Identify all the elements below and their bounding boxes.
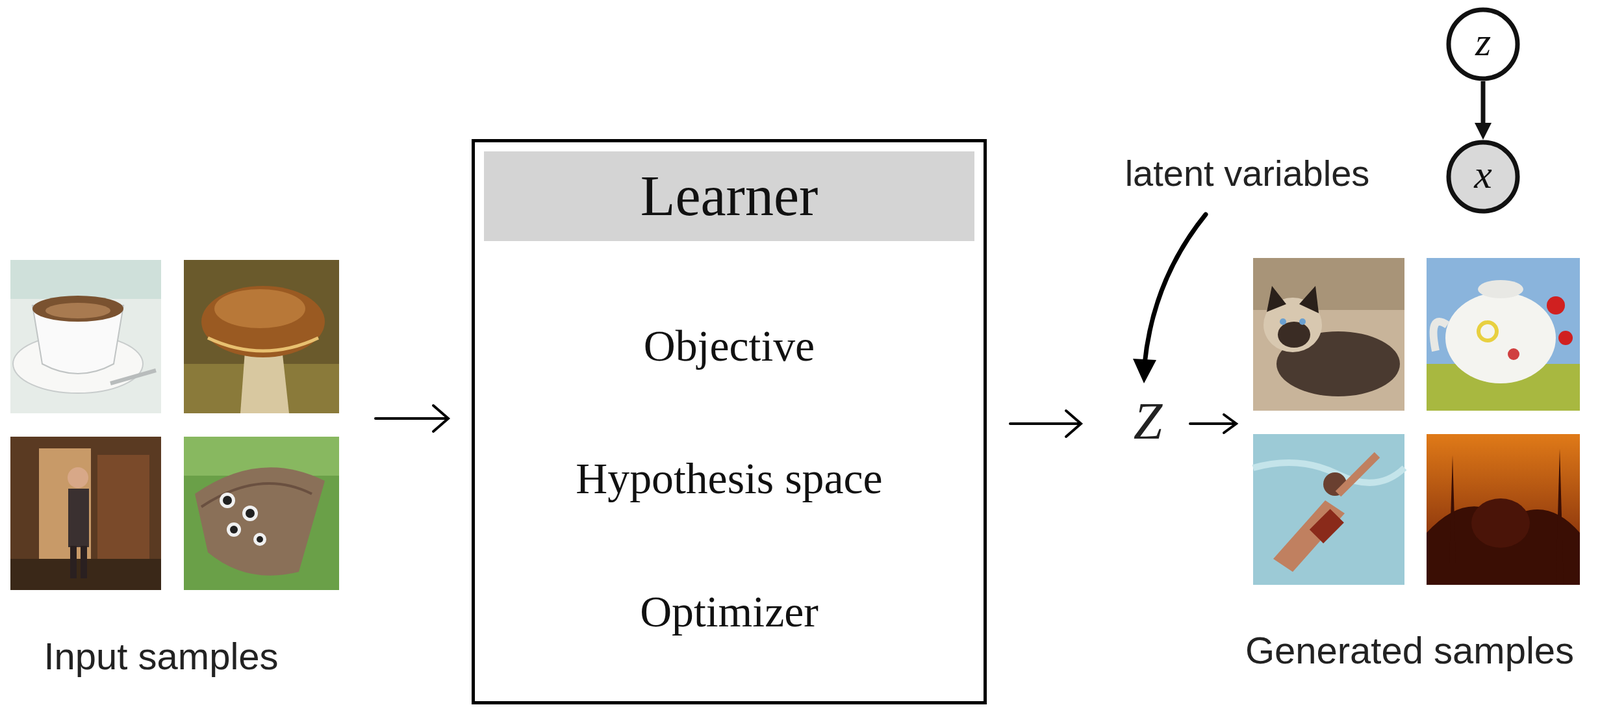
box-text: Optimizer <box>474 587 984 637</box>
generated-photo <box>1253 433 1405 585</box>
flow-arrow <box>1190 414 1237 433</box>
latent-variable-node: z <box>1446 7 1521 82</box>
arrow-head <box>1474 122 1492 140</box>
variable-text: z <box>1475 21 1491 62</box>
generated-photo <box>1426 257 1580 411</box>
connector-line <box>1481 81 1486 127</box>
observed-variable-node: x <box>1446 139 1521 214</box>
learner-box: ObjectiveHypothesis spaceOptimizer Learne… <box>471 139 987 705</box>
header-text: Learner <box>640 165 819 229</box>
learner-header: Learner <box>483 151 975 242</box>
box-text: Hypothesis space <box>474 454 984 504</box>
box-text: Objective <box>474 322 984 371</box>
annotation-label: latent variables <box>1125 153 1371 194</box>
generated-photo <box>1253 257 1405 411</box>
input-photo <box>183 259 340 414</box>
flow-arrow <box>1010 410 1081 437</box>
caption-label: Generated samples <box>1245 629 1575 672</box>
connector <box>1474 81 1492 140</box>
generated-photo <box>1426 433 1580 585</box>
flow-arrow <box>375 405 449 432</box>
latent-space-symbol: Z <box>1133 392 1163 450</box>
leader-arrow <box>1132 214 1206 384</box>
input-photo <box>10 436 162 590</box>
circle-shape <box>1448 142 1518 212</box>
input-photo <box>10 259 162 414</box>
caption-label: Input samples <box>43 635 279 677</box>
variable-text: x <box>1473 153 1493 195</box>
circle-shape <box>1448 9 1518 79</box>
input-photo <box>183 436 340 590</box>
